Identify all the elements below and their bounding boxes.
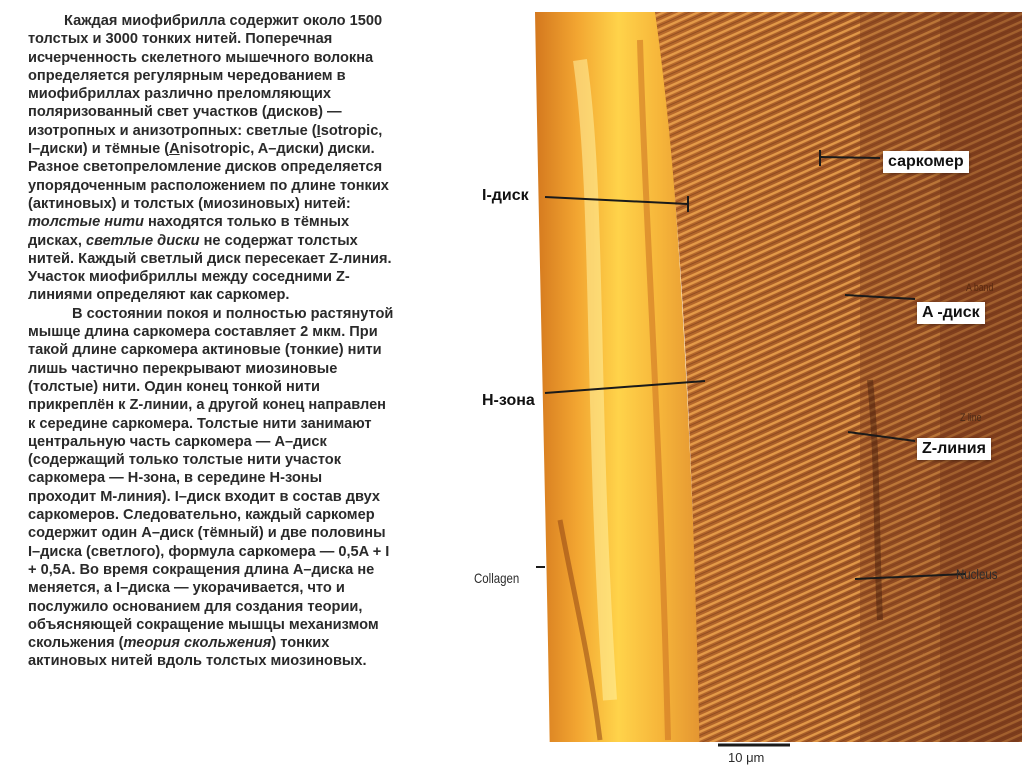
text-line: дисках,	[28, 232, 86, 249]
text-line: Каждая миофибрилла содержит около 1500	[64, 13, 383, 29]
text-line: актиновых нитей вдоль толстых миозиновых…	[28, 653, 367, 670]
text-line: саркомера — H-зона, в середине H-зоны	[28, 470, 323, 487]
label-i-disk: I-диск	[482, 187, 529, 205]
text-line: такой длине саркомера актиновые (тонкие)…	[28, 342, 382, 359]
text-line: лишь частично перекрывают миозиновые	[28, 360, 338, 377]
label-sarcomere: саркомер	[883, 151, 969, 173]
label-a-disk: A -диск	[917, 302, 985, 324]
text-line: нитей. Каждый светлый диск пересекает Z-…	[28, 250, 392, 267]
text-line: исчерченность скелетного мышечного волок…	[28, 49, 374, 66]
text-line: Участок миофибриллы между соседними Z-	[28, 269, 350, 286]
label-h-zone: H-зона	[482, 392, 535, 410]
underlined-letter: A	[169, 141, 180, 158]
z-line-label: Z line	[960, 412, 982, 424]
collagen-label: Collagen	[474, 570, 520, 586]
text-line: Разное светопреломление дисков определяе…	[28, 159, 383, 176]
text-line: В состоянии покоя и полностью растянутой	[72, 305, 394, 322]
text-line: + 0,5A. Во время сокращения длина A–диск…	[28, 561, 375, 578]
scale-bar-label: 10 μm	[728, 750, 765, 765]
text-line: nisotropic, A–диски) диски.	[179, 141, 375, 158]
text-line: I–диски) и тёмные (	[28, 141, 170, 158]
text-line: проходит M-линия). I–диск входит в соста…	[28, 488, 381, 505]
text-line: находятся только в тёмных	[143, 214, 350, 231]
label-z-line: Z-линия	[917, 438, 991, 460]
text-line: центральную часть саркомера — A–диск	[28, 433, 327, 450]
italic-text: теория скольжения	[123, 635, 272, 652]
text-line: толстых и 3000 тонких нитей. Поперечная	[28, 31, 333, 48]
paragraph-1: Каждая миофибрилла содержит около 1500 т…	[28, 12, 483, 305]
text-line: послужило основанием для создания теории…	[28, 598, 363, 615]
text-line: (толстые) нити. Один конец тонкой нити	[28, 378, 320, 395]
text-line: (актиновых) и толстых (миозиновых) нитей…	[28, 195, 351, 212]
text-line: прикреплён к Z-линии, а другой конец нап…	[28, 397, 386, 414]
text-line: объясняющей сокращение мышцы механизмом	[28, 616, 379, 633]
body-text: Каждая миофибрилла содержит около 1500 т…	[28, 12, 483, 671]
text-line: миофибриллах различно преломляющих	[28, 86, 332, 103]
text-line: скольжения (	[28, 635, 124, 652]
text-line: меняется, а I–диска — укорачивается, что…	[28, 580, 345, 597]
text-line: к середине саркомера. Толстые нити заним…	[28, 415, 372, 432]
text-line: мышце длина саркомера составляет 2 мкм. …	[28, 324, 378, 341]
text-line: I–диска (светлого), формула саркомера — …	[28, 543, 390, 560]
italic-text: толстые нити	[28, 214, 144, 231]
text-line: линиями определяют как саркомер.	[28, 287, 290, 304]
text-line: не содержат толстых	[199, 232, 358, 249]
nucleus-label: Nucleus	[956, 566, 998, 582]
paragraph-2: В состоянии покоя и полностью растянутой…	[28, 305, 483, 671]
italic-text: светлые диски	[86, 232, 200, 249]
text-line: sotropic,	[320, 122, 383, 139]
text-line: содержит один A–диск (тёмный) и две поло…	[28, 525, 386, 542]
text-line: определяется регулярным чередованием в	[28, 67, 346, 84]
text-line: упорядоченным расположением по длине тон…	[28, 177, 389, 194]
text-line: поляризованный свет участков (дисков) —	[28, 104, 342, 121]
text-line: изотропных и анизотропных: светлые (	[28, 122, 317, 139]
text-line: ) тонких	[271, 635, 330, 652]
text-line: саркомеров. Следовательно, каждый сарком…	[28, 507, 375, 524]
underlined-letter: I	[316, 122, 321, 139]
a-band-label: A band	[966, 282, 994, 294]
text-line: (содержащий только толстые нити участок	[28, 452, 342, 469]
